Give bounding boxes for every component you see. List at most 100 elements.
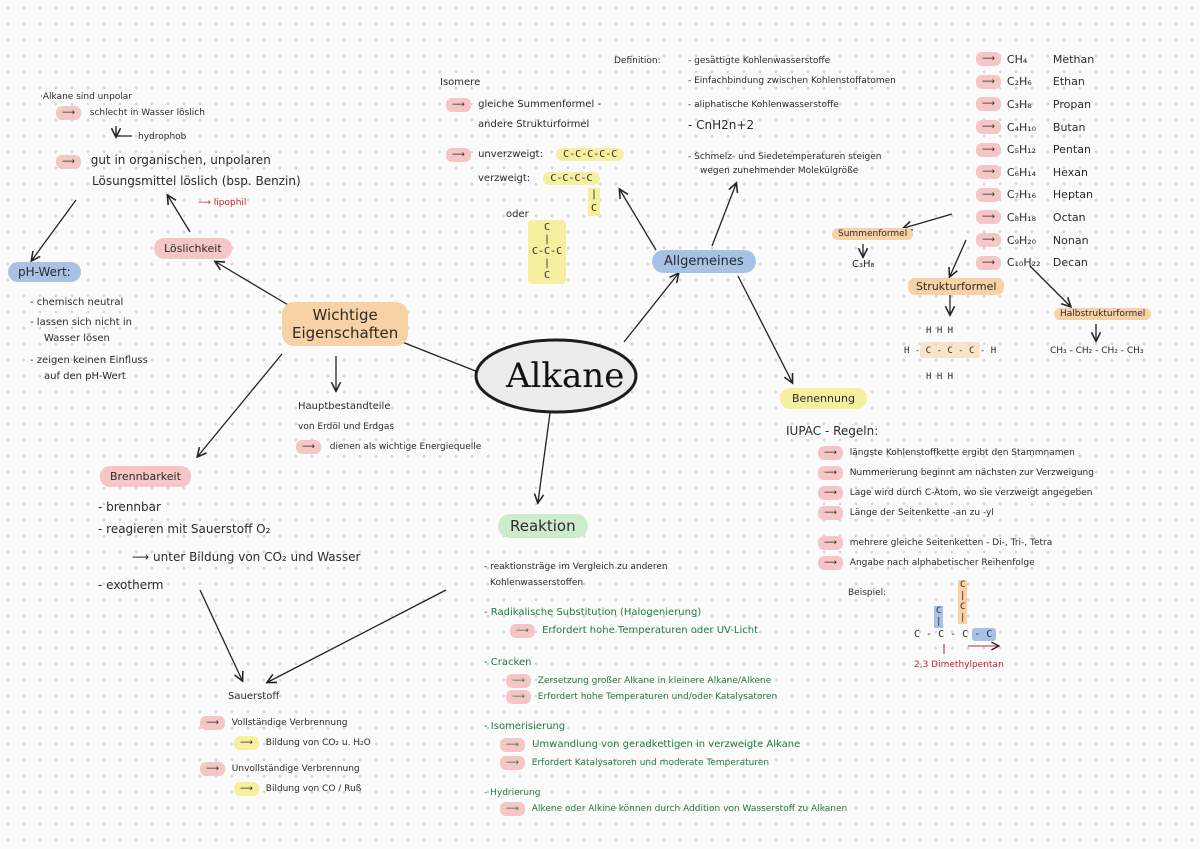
ph-line-1: - lassen sich nicht in	[30, 317, 132, 328]
loeslichkeit-line3: hydrophob	[138, 132, 187, 142]
brenn-line3: unter Bildung von CO₂ und Wasser	[153, 550, 361, 564]
arrow-tag: ⟶	[56, 155, 81, 169]
isomere-title: Isomere	[440, 77, 481, 88]
alkane-name: Decan	[1052, 256, 1088, 270]
sauer-voll-sub-row: ⟶ Bildung von CO₂ u. H₂O	[234, 736, 371, 750]
reak-hyd-title: - Hydrierung	[484, 788, 541, 798]
ex-bar2: |	[960, 613, 966, 623]
isomere-line1: gleiche Summenformel -	[478, 99, 602, 110]
benennung-r5-row: ⟶ mehrere gleiche Seitenketten - Di-, Tr…	[818, 536, 1052, 550]
arrow-tag: ⟶	[976, 187, 1001, 202]
node-wichtige-eigenschaften: Wichtige Eigenschaften	[282, 302, 409, 346]
node-allgemeines: Allgemeines	[652, 250, 756, 273]
lipophil-text: lipophil	[213, 198, 247, 208]
branch-mid: C-C-C	[532, 246, 563, 257]
loeslichkeit-line1: ·Alkane sind unpolar	[40, 92, 132, 102]
arrow-tag: ⟶	[506, 674, 531, 688]
alkane-row: ⟶ C₇H₁₆ Heptan	[976, 184, 1094, 207]
definition-item-3: - CnH2n+2	[688, 118, 755, 132]
arrow-alkane-list-to-summenformel	[904, 213, 953, 228]
arrow-tag: ⟶	[818, 446, 843, 460]
isomere-line1-row: ⟶ gleiche Summenformel -	[446, 98, 601, 112]
arrow-tag: ⟶	[200, 762, 225, 776]
sauer-unvoll: Unvollständige Verbrennung	[231, 764, 360, 774]
alkane-formula: C₁₀H₂₂	[1006, 256, 1041, 270]
arrow-allgemeines-to-isomere	[620, 190, 657, 251]
reak-hyd-1: Alkene oder Alkine können durch Addition…	[531, 804, 848, 814]
arrow-tag: ⟶	[446, 98, 471, 112]
lipophil-arrow: ⟶	[198, 198, 214, 208]
node-summenformel: Summenformel	[832, 228, 914, 240]
formula-branched: C | C-C-C | C	[528, 220, 567, 284]
formula-verzweigt: C-C-C-C	[543, 172, 600, 185]
arrow-tag: ⟶	[446, 148, 471, 162]
alkane-name: Nonan	[1052, 233, 1089, 247]
benennung-r2: Nummerierung beginnt am nächsten zur Ver…	[849, 468, 1094, 478]
arrow-tag: ⟶	[500, 738, 525, 752]
node-benennung: Benennung	[780, 388, 867, 409]
arrow-center-to-allgemeines	[623, 274, 678, 343]
center-ellipse	[474, 338, 638, 414]
formula-verzweigt-sub-c: C	[591, 203, 598, 214]
arrow-glyph: ⟶	[132, 550, 154, 564]
sauer-voll: Vollständige Verbrennung	[231, 718, 348, 728]
node-halbstrukturformel: Halbstrukturformel	[1054, 308, 1152, 320]
summen-example: C₃H₈	[852, 259, 875, 270]
arrow-tag: ⟶	[500, 802, 525, 816]
halb-example: CH₃ - CH₂ - CH₂ - CH₃	[1050, 346, 1144, 356]
reak-rad-title: - Radikalische Substitution (Halogenieru…	[484, 607, 702, 618]
ph-line-4: auf den pH-Wert	[44, 371, 126, 382]
reak-iso-2: Erfordert Katalysatoren und moderate Tem…	[531, 758, 770, 768]
benennung-r4: Länge der Seitenkette -an zu -yl	[849, 508, 994, 518]
arrow-tag: ⟶	[56, 106, 81, 120]
arrow-tag: ⟶	[818, 506, 843, 520]
branch-bar2: |	[544, 258, 551, 269]
arrow-center-to-wichtige	[392, 338, 479, 373]
reak-rad-1: Erfordert hohe Temperaturen oder UV-Lich…	[542, 625, 758, 636]
alkane-row: ⟶ CH₄ Methan	[976, 48, 1094, 71]
benennung-beispiel: Beispiel:	[848, 588, 887, 598]
node-ph-wert: pH-Wert:	[8, 262, 81, 282]
alkane-name: Heptan	[1052, 188, 1093, 202]
alkane-name: Methan	[1052, 52, 1095, 66]
alkane-name: Pentan	[1052, 143, 1091, 157]
formula-unverzweigt: C-C-C-C-C	[556, 148, 625, 161]
alkane-formula: CH₄	[1006, 52, 1028, 66]
haupt-line1: Hauptbestandteile	[298, 401, 391, 412]
alkane-name: Ethan	[1052, 75, 1085, 89]
arrow-tag: ⟶	[818, 556, 843, 570]
reak-rad-1-row: ⟶ Erfordert hohe Temperaturen oder UV-Li…	[510, 624, 758, 638]
arrow-tag: ⟶	[510, 624, 535, 638]
brenn-line1: - brennbar	[98, 500, 161, 514]
reak-iso-title: - Isomerisierung	[484, 721, 566, 732]
arrow-tag: ⟶	[976, 74, 1001, 89]
definition-item-0: - gesättigte Kohlenwasserstoffe	[688, 56, 831, 66]
arrow-tag: ⟶	[976, 210, 1001, 225]
benennung-r1: längste Kohlenstoffkette ergibt den Stam…	[849, 448, 1075, 458]
loeslichkeit-line4-row: ⟶ gut in organischen, unpolaren	[56, 153, 271, 169]
reak-iso-1: Umwandlung von geradkettigen in verzweig…	[532, 739, 801, 750]
benennung-r3-row: ⟶ Lage wird durch C-Atom, wo sie verzwei…	[818, 486, 1092, 500]
alkane-formula: C₇H₁₆	[1006, 188, 1037, 202]
arrow-tag: ⟶	[234, 736, 259, 750]
reak-iso-1-row: ⟶ Umwandlung von geradkettigen in verzwe…	[500, 738, 800, 752]
arrow-hydrophob-hook	[115, 128, 132, 137]
arrow-wichtige-to-brennbarkeit	[198, 353, 283, 456]
loeslichkeit-line2-row: ⟶ schlecht in Wasser löslich	[56, 106, 205, 120]
haupt-line3-row: ⟶ dienen als wichtige Energiequelle	[296, 440, 481, 454]
ph-line-3: - zeigen keinen Einfluss	[30, 355, 148, 366]
arrow-allgemeines-to-benennung	[737, 275, 792, 382]
alkane-formula: C₃H₈	[1006, 97, 1032, 111]
arrow-tag: ⟶	[296, 440, 321, 454]
arrow-loeslichkeit-to-notes	[168, 196, 191, 233]
reak-crack-2: Erfordert hohe Temperaturen und/oder Kat…	[537, 692, 778, 702]
loeslichkeit-line5: Lösungsmittel löslich (bsp. Benzin)	[92, 174, 301, 188]
arrow-tag: ⟶	[818, 486, 843, 500]
reak-iso-2-row: ⟶ Erfordert Katalysatoren und moderate T…	[500, 756, 769, 770]
benennung-r6: Angabe nach alphabetischer Reihenfolge	[849, 558, 1035, 568]
arrow-tag: ⟶	[976, 52, 1001, 67]
